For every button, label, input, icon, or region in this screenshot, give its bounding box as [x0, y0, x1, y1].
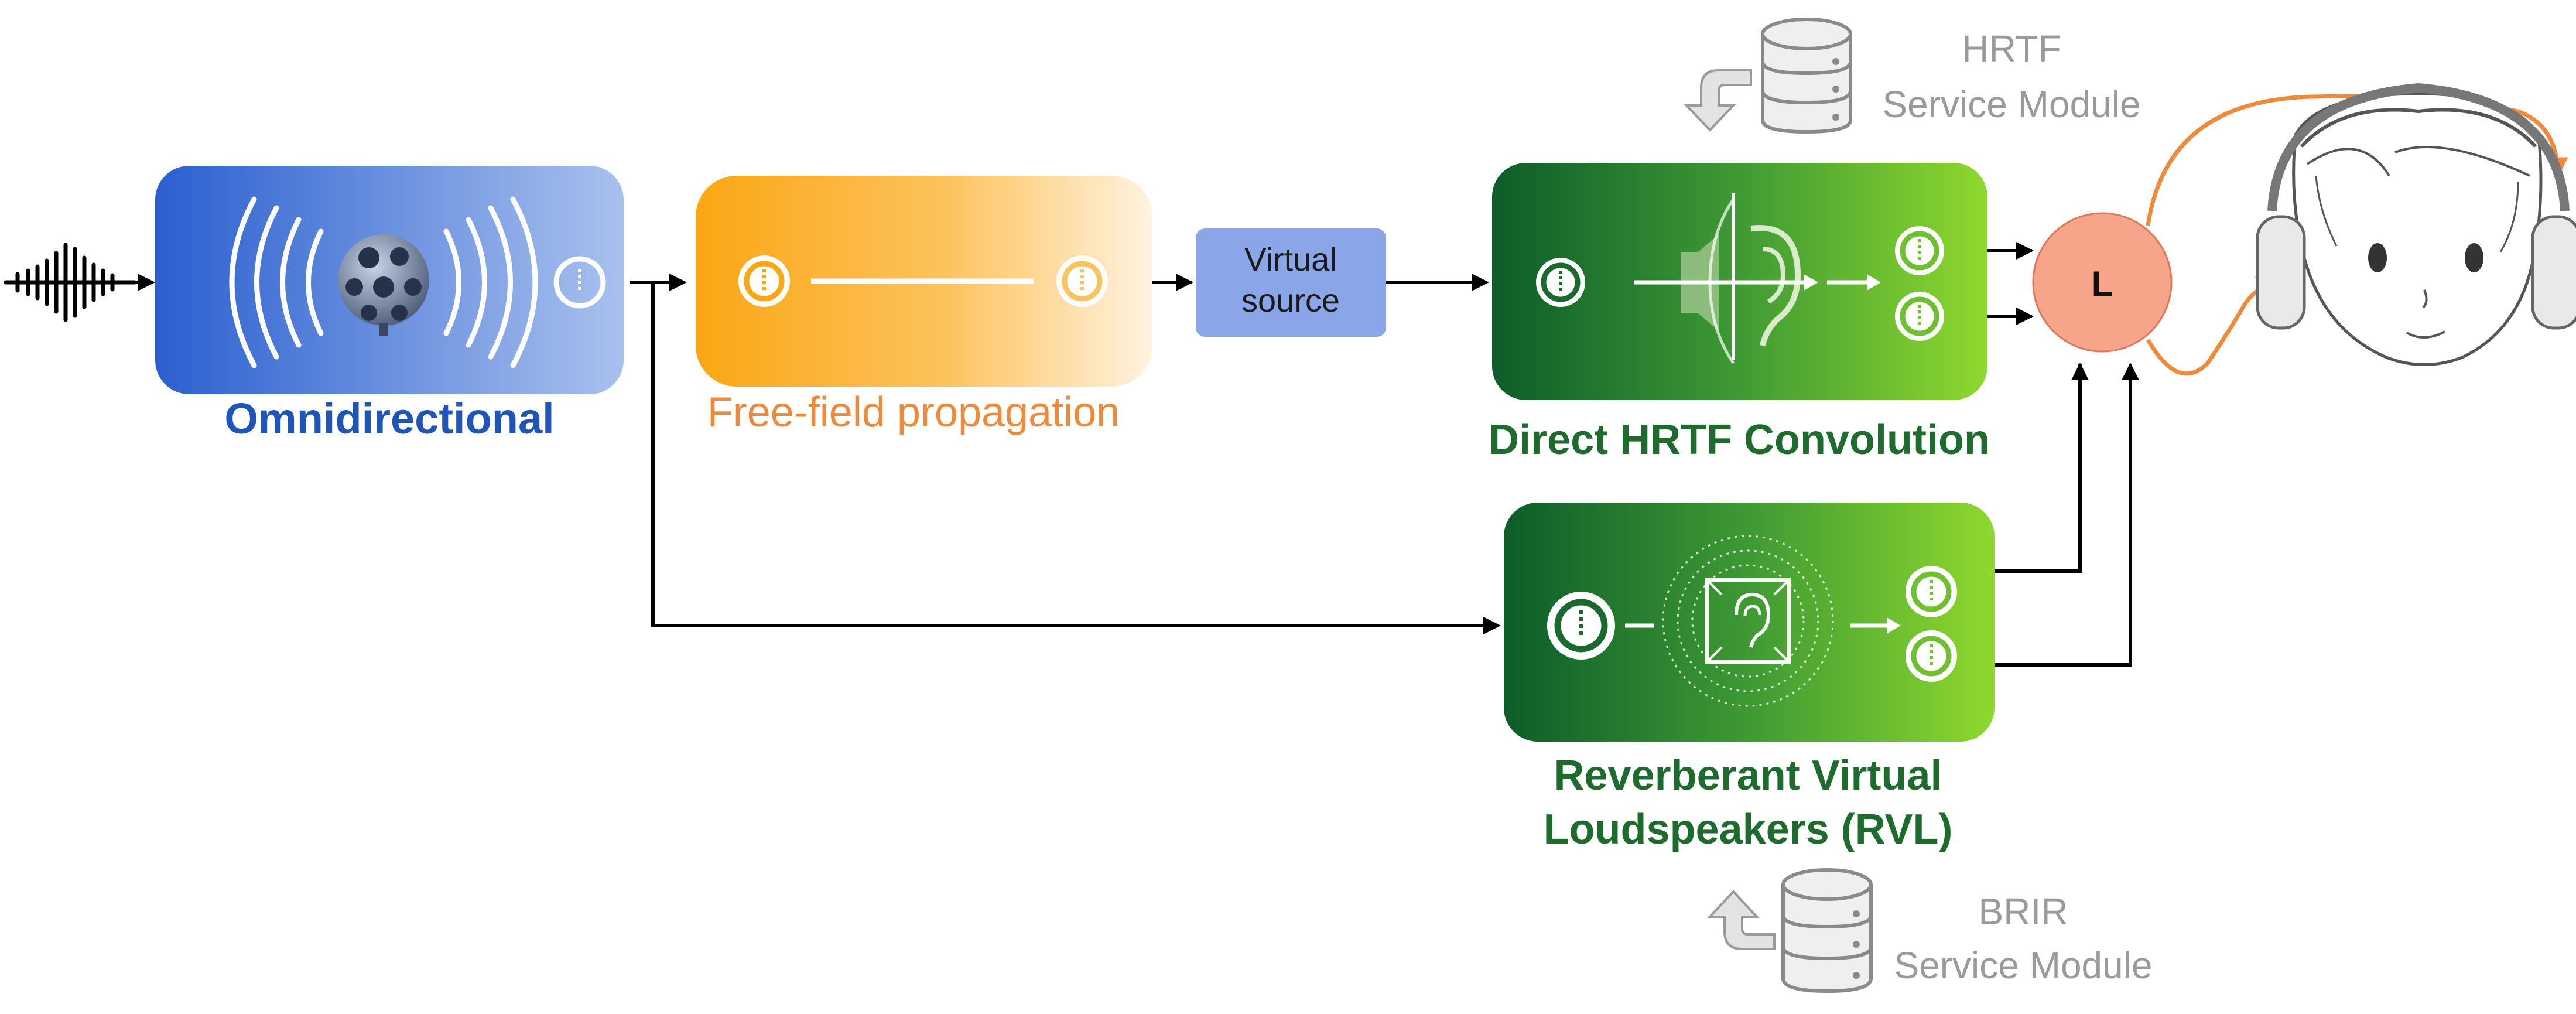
- rvl-output-jack-bottom-icon: [1906, 630, 1957, 682]
- free-field-label: Free-field propagation: [707, 389, 1120, 436]
- direct-hrtf-label: Direct HRTF Convolution: [1489, 416, 1990, 463]
- hrtf-output-jack-top-icon: [1895, 226, 1944, 275]
- mixer-node[interactable]: [2032, 212, 2173, 353]
- sound-waves-left: [229, 196, 324, 368]
- hrtf-output-jack-bottom-icon: [1895, 292, 1944, 341]
- omnidirectional-label: Omnidirectional: [224, 394, 554, 443]
- waveform-icon: [4, 243, 137, 322]
- rvl-block[interactable]: [1504, 503, 1995, 742]
- brir-module-label-line2: Service Module: [1894, 944, 2152, 986]
- listener-headphones-icon: [2256, 83, 2576, 366]
- freefield-input-jack-icon: [738, 255, 790, 307]
- omni-output-jack-icon[interactable]: [553, 256, 606, 309]
- freefield-output-jack-icon: [1056, 255, 1108, 307]
- virtual-source-label-line2: source: [1241, 282, 1340, 319]
- rvl-label-line2: Loudspeakers (RVL): [1544, 806, 1953, 853]
- mixer-label: L: [2092, 264, 2113, 303]
- right-channel-path: [2146, 276, 2277, 376]
- virtual-source-block[interactable]: [1196, 228, 1386, 337]
- brir-curved-arrow-icon: [1707, 890, 1776, 950]
- rvl-label-line1: Reverberant Virtual: [1554, 752, 1942, 799]
- hrtf-module-label-line2: Service Module: [1882, 83, 2140, 125]
- spherical-microphone-icon: [338, 234, 429, 336]
- virtual-source-label-line1: Virtual: [1244, 241, 1337, 278]
- hrtf-module-label-line1: HRTF: [1962, 28, 2061, 70]
- rvl-output-jack-top-icon: [1906, 566, 1957, 617]
- hrtf-curved-arrow-icon: [1684, 69, 1752, 132]
- hrtf-database-icon: [1761, 18, 1852, 134]
- sound-waves-right: [443, 196, 538, 368]
- brir-module-label-line1: BRIR: [1979, 890, 2068, 933]
- speaker-ear-icon: [1634, 193, 1818, 364]
- hrtf-input-jack-icon: [1536, 258, 1585, 307]
- room-ear-icon: [1662, 535, 1834, 707]
- brir-database-icon: [1781, 868, 1873, 993]
- rvl-input-jack-icon: [1547, 592, 1615, 660]
